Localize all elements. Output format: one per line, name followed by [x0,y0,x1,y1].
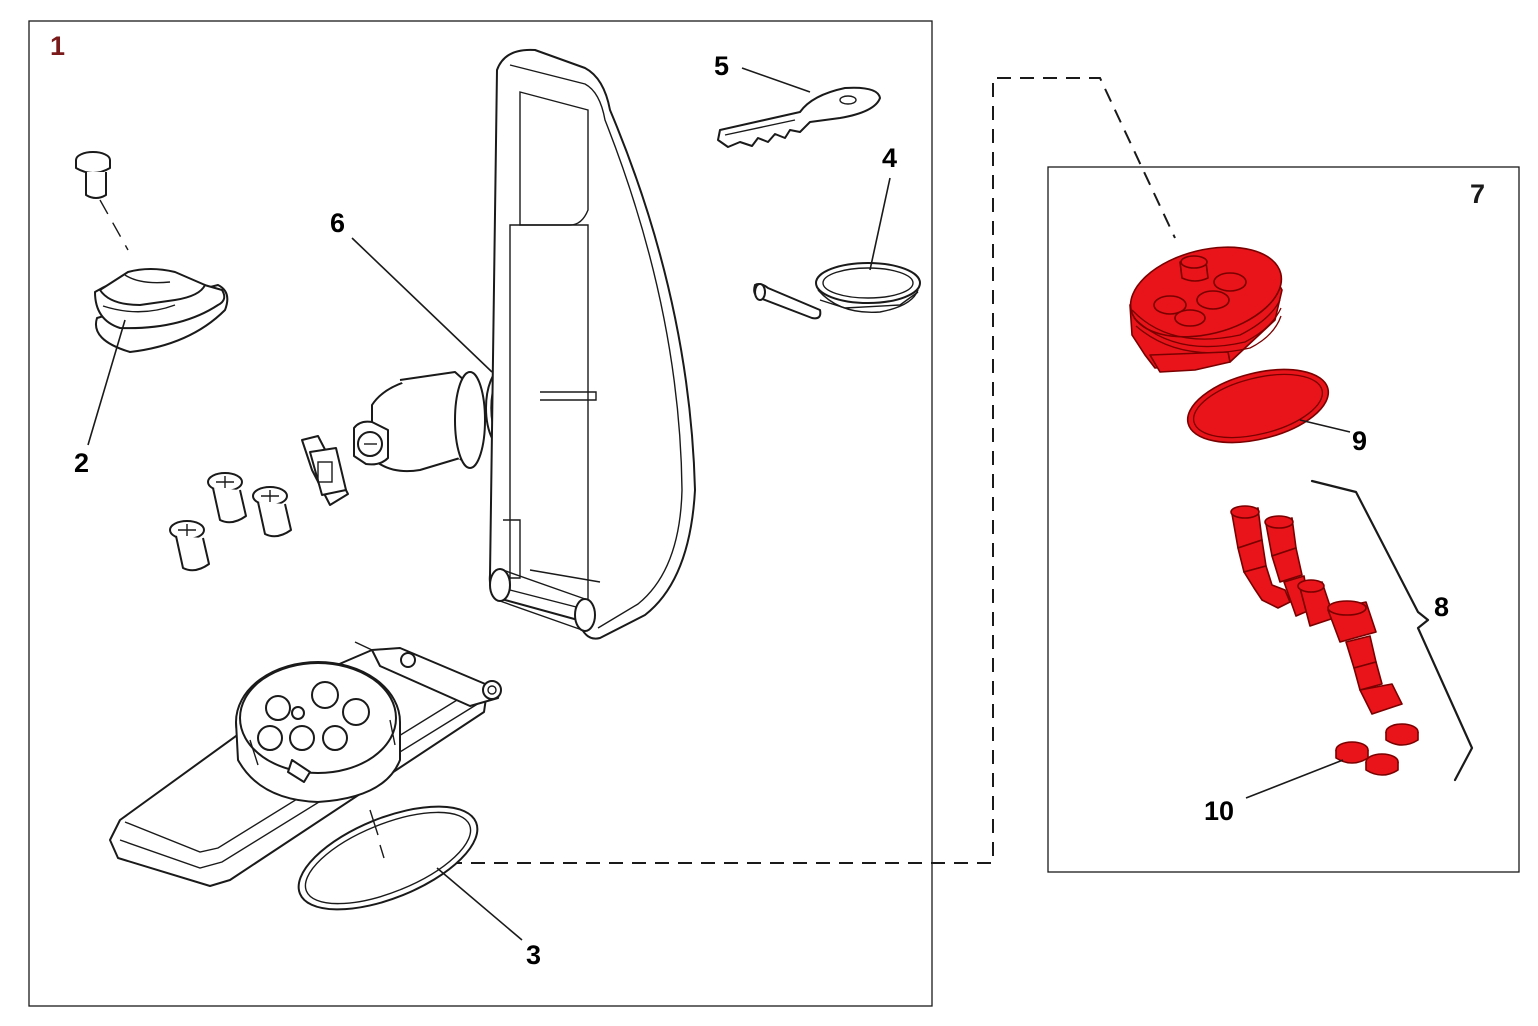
main-box-label: 1 [50,31,65,61]
leader-4 [869,177,891,271]
red-filter-screens-10 [1335,723,1419,776]
retaining-clip [301,435,349,506]
callout-9: 9 [1352,426,1367,456]
red-cartridge-disc [1129,246,1283,373]
screw [252,486,292,538]
callout-6: 6 [330,208,345,238]
detail-kit-frame [1047,166,1520,873]
screws-group [169,472,292,572]
callout-2: 2 [74,448,89,478]
assembly-connector-dashed-line [402,77,1176,864]
part-key [717,86,881,148]
part-ring-with-pin [753,262,921,320]
callout-10: 10 [1204,796,1234,826]
cartridge-stem [353,371,486,473]
knob [94,268,229,353]
leader-9 [1299,419,1351,433]
leader-5 [741,67,811,93]
main-assembly-frame [28,20,933,1007]
curved-housing-cover [488,48,696,640]
detail-box-label: 7 [1470,179,1485,209]
leader-10 [1245,759,1344,799]
screw [207,472,247,524]
base-plate [109,641,502,887]
knob-screw [75,151,111,199]
part-knob-with-screw: 2 [74,151,229,478]
callout-3: 3 [526,940,541,970]
bracket-8 [1310,479,1474,782]
screw [169,520,210,572]
large-o-ring-3 [297,805,479,911]
callout-4: 4 [882,143,897,173]
leader-2 [87,319,126,446]
leader-6 [351,237,493,373]
red-valve-stems [1230,505,1403,715]
leader-3 [436,867,523,941]
callout-5: 5 [714,51,729,81]
callout-8: 8 [1434,592,1449,622]
red-o-ring-9 [1186,368,1330,444]
